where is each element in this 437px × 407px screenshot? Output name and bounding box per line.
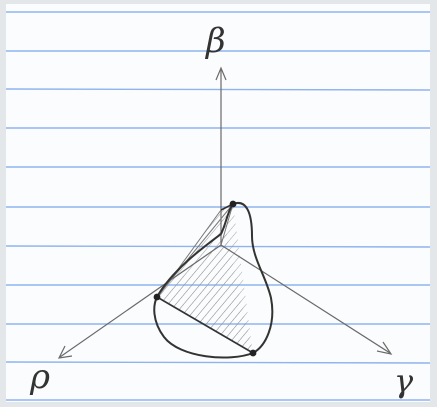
closed-curve	[153, 201, 274, 359]
gamma-label: γ	[394, 362, 414, 400]
rule-line	[5, 361, 431, 364]
beta-arrowhead	[215, 66, 227, 81]
ruled-lines	[5, 11, 431, 401]
left-vertex-dot	[153, 293, 161, 301]
vertices	[153, 200, 257, 357]
top-vertex-dot	[229, 200, 237, 208]
gamma-axis	[220, 244, 391, 354]
rule-line	[5, 88, 431, 91]
hatched-region	[157, 204, 253, 353]
rho-axis	[59, 244, 222, 358]
paper-sheet	[6, 4, 430, 402]
beta-label: β	[204, 21, 226, 61]
rho-arrowhead	[57, 345, 73, 359]
edge-top-to-origin	[220, 203, 234, 246]
rho-label: ρ	[29, 357, 50, 397]
edge-left-to-bottom	[156, 296, 254, 354]
axes	[57, 66, 393, 359]
gamma-arrowhead	[376, 341, 393, 355]
bottom-vertex-dot	[249, 349, 257, 357]
